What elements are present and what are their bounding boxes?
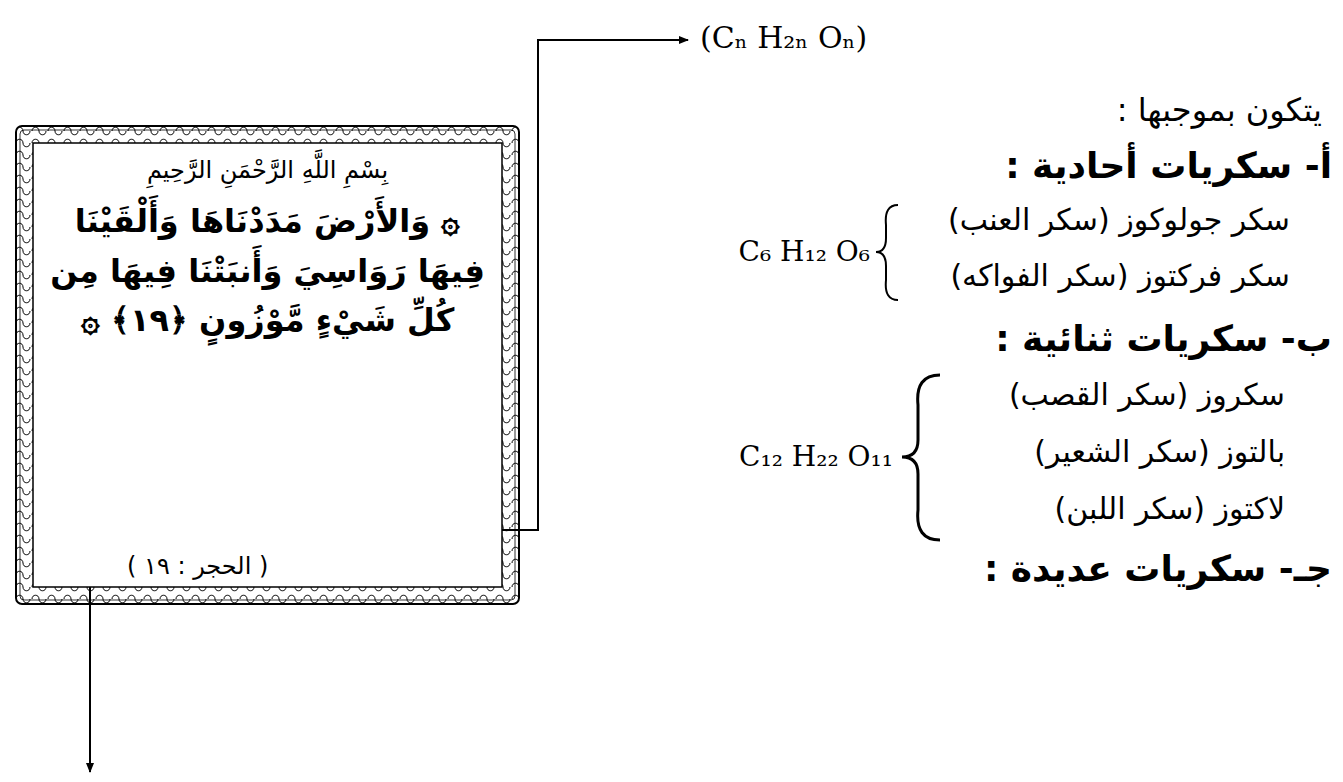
- sugar-name: لاكتوز (سكر اللبن): [1055, 491, 1285, 526]
- label-text: لاكتوز (سكر اللبن): [1055, 491, 1285, 526]
- sugar-name: سكر فركتوز (سكر الفواكه): [950, 258, 1290, 293]
- section-heading: جـ- سكريات عديدة :: [984, 548, 1332, 589]
- intro-text: يتكون بموجبها :: [1117, 92, 1322, 129]
- sugar-name: بالتوز (سكر الشعير): [1034, 434, 1285, 469]
- label-text: C₆ H₁₂ O₆: [739, 235, 871, 268]
- label-text: (Cₙ H₂ₙ Oₙ): [700, 20, 867, 55]
- label-text: أ- سكريات أحادية :: [1005, 145, 1332, 186]
- basmala-text: بِسْمِ اللَّهِ الرَّحْمَنِ الرَّحِيمِ: [47, 153, 488, 187]
- label-text: يتكون بموجبها :: [1117, 91, 1322, 129]
- sugar-name: سكر جولوكوز (سكر العنب): [948, 202, 1290, 237]
- section-heading: أ- سكريات أحادية :: [1005, 145, 1332, 186]
- verse-frame: بِسْمِ اللَّهِ الرَّحْمَنِ الرَّحِيمِ ۞ و…: [15, 125, 520, 605]
- chemical-formula: C₆ H₁₂ O₆: [739, 236, 871, 268]
- verse-text: ۞ وَالأَرْضَ مَدَدْنَاهَا وَأَلْقَيْنَا …: [47, 197, 488, 346]
- label-text: جـ- سكريات عديدة :: [984, 548, 1332, 589]
- general-formula: (Cₙ H₂ₙ Oₙ): [700, 20, 867, 55]
- sugar-name: سكروز (سكر القصب): [1009, 377, 1285, 412]
- verse-reference: ( الحجر : ١٩ ): [47, 551, 488, 581]
- label-text: C₁₂ H₂₂ O₁₁: [739, 440, 893, 473]
- label-text: سكروز (سكر القصب): [1009, 377, 1285, 412]
- curly-brace: [902, 375, 940, 540]
- section-heading: ب- سكريات ثنائية :: [995, 318, 1332, 359]
- curly-brace: [876, 205, 898, 300]
- label-text: بالتوز (سكر الشعير): [1034, 434, 1285, 469]
- label-text: سكر جولوكوز (سكر العنب): [948, 202, 1290, 237]
- label-text: ب- سكريات ثنائية :: [995, 318, 1332, 359]
- chemical-formula: C₁₂ H₂₂ O₁₁: [739, 441, 893, 473]
- label-text: سكر فركتوز (سكر الفواكه): [950, 258, 1290, 293]
- ornate-border: [15, 125, 520, 605]
